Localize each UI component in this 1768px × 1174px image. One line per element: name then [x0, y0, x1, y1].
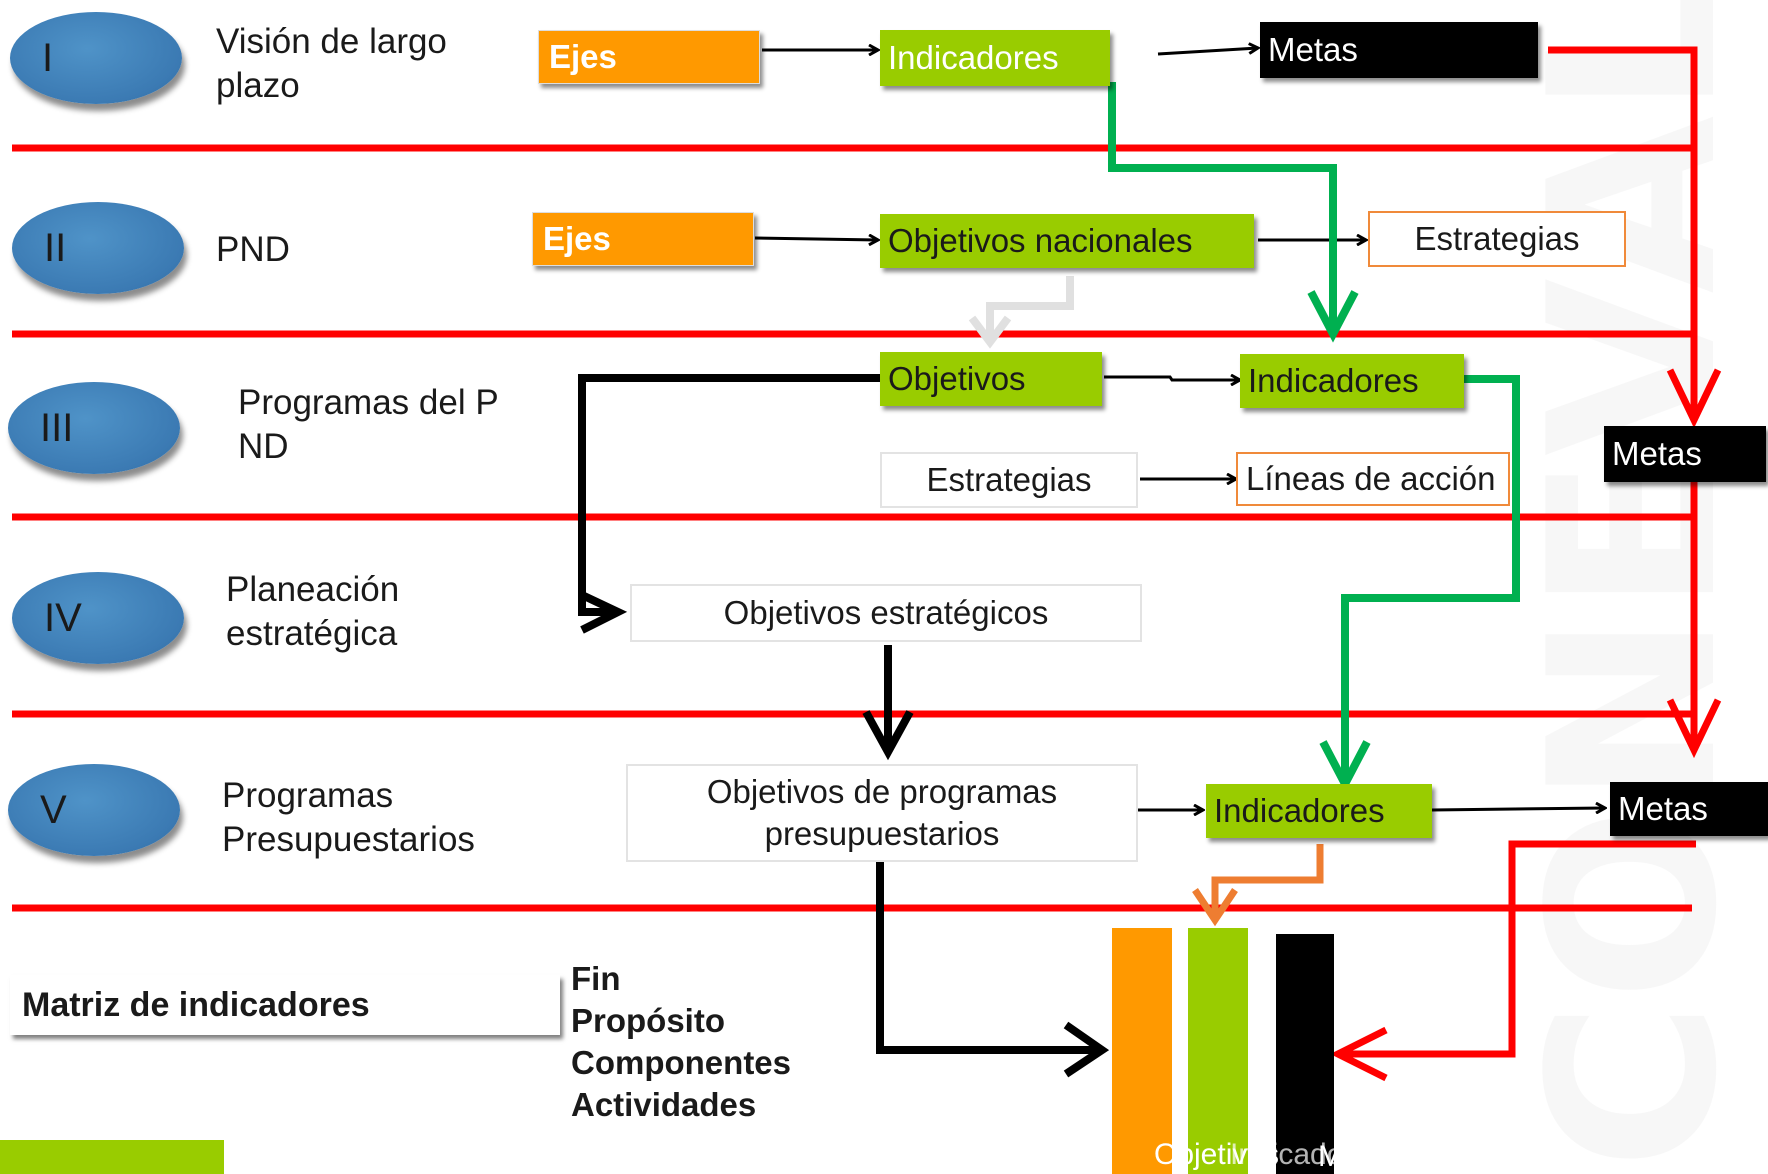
footer-accent-bar — [0, 1140, 224, 1174]
metas-box-5: Metas — [1610, 782, 1768, 836]
level-oval-2: II — [12, 202, 184, 294]
objetivos-programas-box: Objetivos de programas presupuestarios — [626, 764, 1138, 862]
metas-bar-label: Metas — [1318, 1140, 1400, 1173]
estrategias-box-1: Estrategias — [1368, 211, 1626, 267]
level-numeral: I — [42, 35, 54, 80]
matrix-level-fin: Fin — [571, 960, 621, 997]
objetivos-box-3: Objetivos — [880, 352, 1102, 406]
objetivos-nacionales-box: Objetivos nacionales — [880, 214, 1254, 268]
ejes-box-1: Ejes — [538, 30, 760, 84]
level-label-2: PND — [216, 230, 290, 269]
matrix-level-actividades: Actividades — [571, 1086, 757, 1123]
indicadores-box-3: Indicadores — [1240, 354, 1464, 408]
level-numeral: II — [44, 225, 67, 270]
level-separators — [12, 144, 1692, 912]
level-numeral: V — [40, 787, 67, 832]
lineas-accion-box: Líneas de acción — [1236, 452, 1510, 506]
green-connectors — [1108, 82, 1520, 793]
indicadores-box-1: Indicadores — [880, 30, 1110, 86]
matrix-level-componentes: Componentes — [571, 1044, 792, 1081]
objetivos-bar-label: Objetivos — [1154, 1138, 1280, 1171]
metas-column-bar — [1276, 934, 1334, 1174]
gray-connector — [968, 276, 1074, 349]
level-numeral: III — [40, 405, 74, 450]
objetivos-estrategicos-box: Objetivos estratégicos — [630, 584, 1142, 642]
indicadores-column-bar — [1188, 928, 1248, 1174]
matrix-level-proposito: Propósito — [571, 1002, 725, 1039]
level-oval-1: I — [10, 12, 182, 104]
level-oval-3: III — [8, 382, 180, 474]
orange-connector — [1192, 844, 1324, 927]
metas-box-1: Metas — [1260, 22, 1538, 78]
ejes-box-2: Ejes — [532, 212, 754, 266]
level-label-3: Programas del P ND — [238, 383, 499, 466]
level-numeral: IV — [44, 595, 82, 640]
estrategias-box-2: Estrategias — [880, 452, 1138, 508]
red-connectors — [1330, 46, 1722, 1082]
level-label-1: Visión de largo plazo — [216, 22, 447, 105]
thin-arrows — [754, 48, 1605, 810]
level-label-4: Planeación estratégica — [226, 570, 400, 653]
level-label-5: Programas Presupuestarios — [222, 776, 475, 859]
indicadores-bar-label: Indicadores — [1230, 1138, 1386, 1171]
thick-black-arrows — [578, 374, 1110, 1078]
objetivos-column-bar — [1112, 928, 1172, 1174]
matrix-levels-list: Fin Propósito Componentes Actividades — [571, 958, 791, 1126]
matriz-indicadores-label: Matriz de indicadores — [10, 975, 560, 1035]
metas-box-3: Metas — [1604, 426, 1766, 482]
level-oval-4: IV — [12, 572, 184, 664]
indicadores-box-5: Indicadores — [1206, 784, 1432, 838]
level-oval-5: V — [8, 764, 180, 856]
